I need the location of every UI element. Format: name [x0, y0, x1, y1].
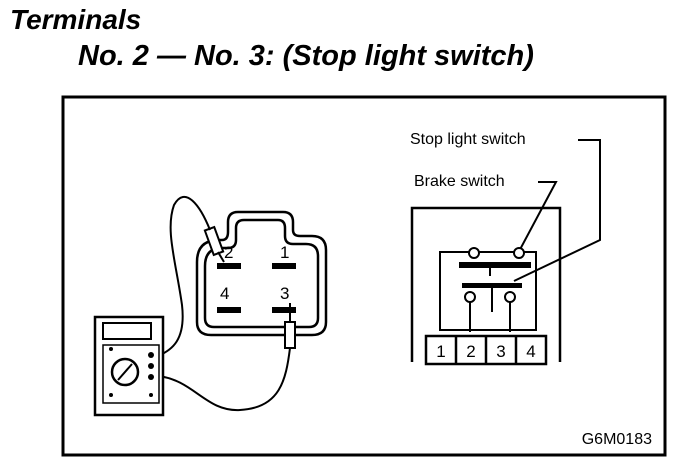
multimeter-jacks: [109, 347, 154, 397]
brake-contact-bar: [459, 262, 531, 268]
housing-outline: [410, 206, 562, 362]
brake-switch-label: Brake switch: [414, 173, 505, 190]
switch-housing: [410, 206, 562, 362]
stop-light-contact-bar: [462, 283, 522, 288]
connector-outline-outer: [195, 210, 328, 337]
diagram-frame: [61, 95, 667, 457]
terminal-block: [424, 334, 548, 366]
lead-pin-3: [157, 347, 291, 412]
terminal-3: 3: [496, 342, 505, 361]
pin-label-1: 1: [280, 243, 289, 262]
stop-light-switch-label: Stop light switch: [410, 131, 526, 148]
terminal-1: 1: [436, 342, 445, 361]
pin-slot-2: [217, 263, 241, 269]
figure-code: G6M0183: [582, 431, 652, 448]
lead-pin-2: [157, 196, 211, 357]
pin-slot-1: [272, 263, 296, 269]
terminal-4: 4: [526, 342, 535, 361]
connector-outline-inner: [203, 218, 320, 329]
connector-pin-slots: [217, 263, 296, 313]
subtitle: No. 2 — No. 3: (Stop light switch): [78, 40, 534, 72]
switch-contacts: [459, 247, 531, 332]
connector: [195, 210, 328, 337]
pin-slot-3: [272, 307, 296, 313]
pin-label-3: 3: [280, 284, 289, 303]
stop-light-leader: [513, 139, 601, 282]
pin-slot-4: [217, 307, 241, 313]
brake-leader: [515, 181, 558, 258]
test-leads: [157, 196, 291, 412]
pin-label-2: 2: [224, 243, 233, 262]
multimeter-display: [102, 322, 152, 340]
terminal-2: 2: [466, 342, 475, 361]
leader-lines: [513, 139, 601, 282]
pin-label-4: 4: [220, 284, 229, 303]
title: Terminals: [10, 4, 142, 35]
switch-body: [439, 251, 537, 331]
